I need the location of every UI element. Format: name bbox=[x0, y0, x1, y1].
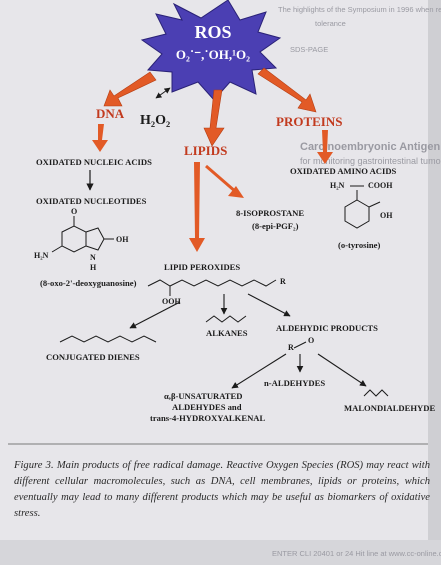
bg-text-5: for monitoring gastrointestinal tumors bbox=[300, 156, 441, 166]
unsat-line2: ALDEHYDES and bbox=[172, 402, 242, 412]
aldehydic-products: ALDEHYDIC PRODUCTS bbox=[276, 323, 378, 333]
arrow-lipids-to-peroxides bbox=[189, 162, 205, 252]
tyr-h2n: H₂N bbox=[330, 181, 345, 190]
bg-text-4: Carcinoembryonic Antigen EMT bbox=[300, 141, 441, 153]
arrow-to-malon bbox=[317, 353, 367, 387]
arrow-ros-to-lipids bbox=[203, 89, 225, 147]
alkane-chain bbox=[205, 315, 247, 323]
malondialdehyde: MALONDIALDEHYDE bbox=[344, 403, 435, 413]
lipid-chain bbox=[147, 279, 277, 287]
tyr-oh: OH bbox=[380, 211, 393, 220]
h2o2-double-arrow bbox=[155, 87, 171, 99]
bg-text-2: tolerance bbox=[315, 19, 346, 28]
ros-title: ROS bbox=[194, 22, 231, 42]
n-aldehydes: n-ALDEHYDES bbox=[264, 378, 325, 388]
atom-o: O bbox=[71, 207, 77, 216]
label-dna: DNA bbox=[96, 106, 125, 121]
ald-o: O bbox=[308, 336, 314, 345]
malon-structure bbox=[363, 389, 389, 397]
conjugated-dienes: CONJUGATED DIENES bbox=[46, 352, 140, 362]
arrow-dna-to-nucleic bbox=[92, 124, 108, 152]
atom-r-chain: R bbox=[280, 277, 286, 286]
compound-8oxodg: (8-oxo-2'-deoxyguanosine) bbox=[40, 278, 137, 288]
lipid-peroxides: LIPID PEROXIDES bbox=[164, 262, 240, 272]
guanine-structure bbox=[51, 216, 114, 253]
ald-bond bbox=[293, 341, 307, 349]
oxidated-amino-acids: OXIDATED AMINO ACIDS bbox=[290, 166, 397, 176]
alkanes: ALKANES bbox=[206, 328, 248, 338]
atom-oh: OH bbox=[116, 235, 129, 244]
arrow-ros-to-dna bbox=[103, 71, 157, 107]
atom-h2n: H₂N bbox=[34, 251, 49, 260]
arrow-lipids-to-isoprostane-shaft bbox=[205, 164, 237, 194]
tyrosine-structure bbox=[344, 185, 381, 229]
arrow-proteins-to-aminoacids bbox=[317, 130, 333, 164]
bg-text-3: SDS-PAGE bbox=[290, 45, 328, 54]
bottom-page-strip bbox=[0, 540, 441, 565]
ald-r: R bbox=[288, 343, 294, 352]
oxidated-nucleic-acids: OXIDATED NUCLEIC ACIDS bbox=[36, 157, 152, 167]
arrow-lipids-to-isoprostane-head bbox=[228, 186, 244, 198]
arrow-to-aldehydic bbox=[247, 293, 291, 317]
tyr-cooh: COOH bbox=[368, 181, 393, 190]
ros-species: O₂˙⁻,˙OH,¹O₂ bbox=[176, 47, 250, 62]
oxidated-nucleotides: OXIDATED NUCLEOTIDES bbox=[36, 196, 147, 206]
unsat-line3: trans-4-HYDROXYALKENAL bbox=[150, 413, 265, 423]
bg-text-1: The highlights of the Symposium in 1996 … bbox=[278, 5, 441, 14]
isoprostane: 8-ISOPROSTANE bbox=[236, 208, 304, 218]
compound-o-tyrosine: (o-tyrosine) bbox=[338, 240, 380, 250]
diene-chain bbox=[59, 335, 157, 343]
right-page-strip bbox=[428, 0, 441, 565]
atom-n: N bbox=[90, 253, 96, 262]
unsat-line1: α,β-UNSATURATED bbox=[164, 391, 242, 401]
figure-caption: Figure 3. Main products of free radical … bbox=[14, 460, 430, 519]
isoprostane-sub: (8-epi-PGF₂) bbox=[252, 221, 299, 231]
arrow-to-unsat bbox=[231, 353, 287, 389]
label-proteins: PROTEINS bbox=[276, 114, 342, 129]
label-h2o2: H₂O₂ bbox=[140, 113, 170, 128]
atom-ooh: OOH bbox=[162, 297, 181, 306]
bg-text-6: ENTER CLI 20401 or 24 Hit line at www.cc… bbox=[272, 549, 441, 558]
ros-star bbox=[140, 0, 282, 101]
label-lipids: LIPIDS bbox=[184, 143, 227, 158]
arrow-ros-to-proteins bbox=[257, 67, 317, 113]
arrow-to-dienes bbox=[129, 301, 181, 329]
atom-h: H bbox=[90, 263, 97, 272]
